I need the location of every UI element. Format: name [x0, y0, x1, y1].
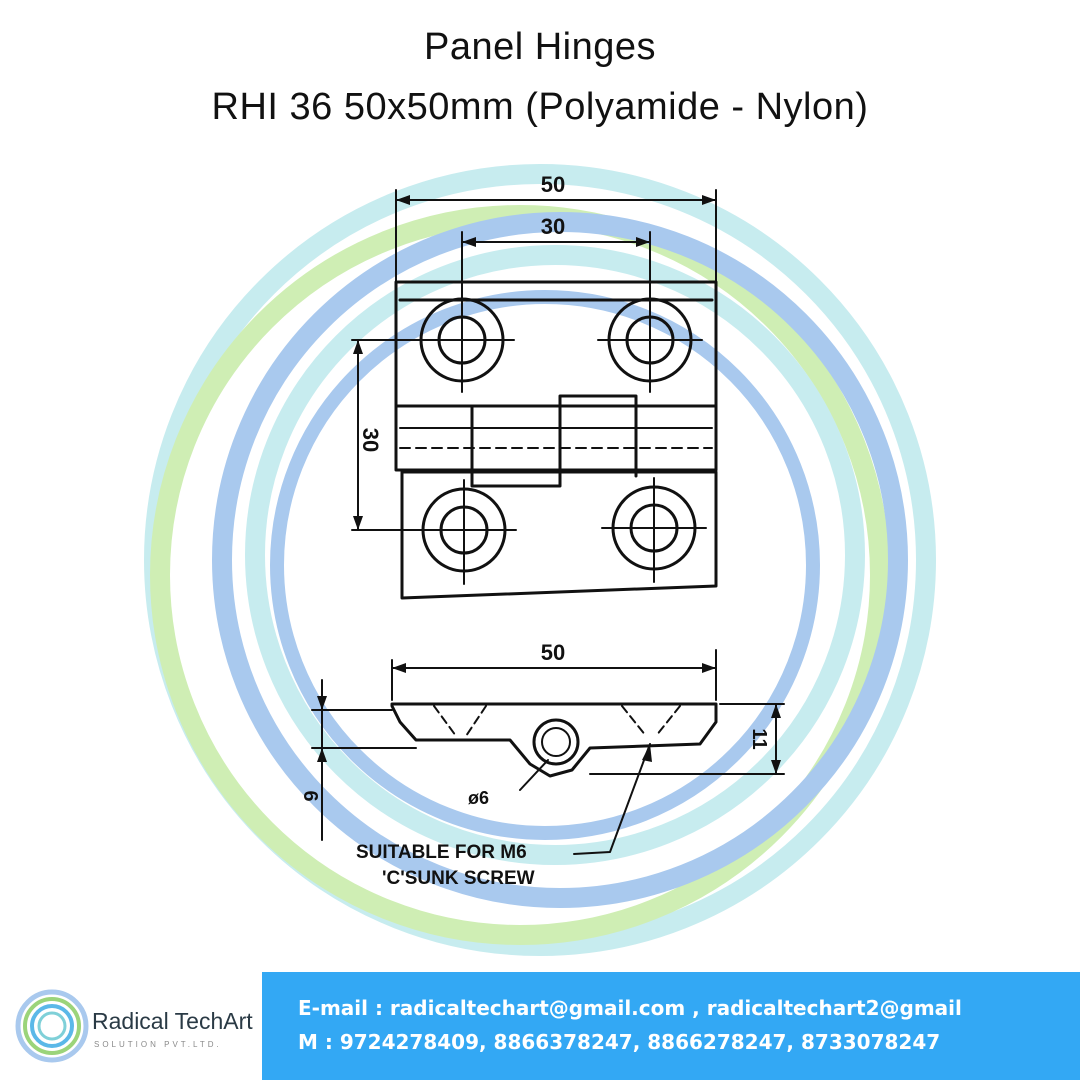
brand-name: Radical TechArt [92, 1008, 253, 1034]
note-line-2: 'C'SUNK SCREW [382, 868, 535, 889]
brand-logo-icon [15, 989, 89, 1063]
contact-email: E-mail : radicaltechart@gmail.com , radi… [298, 996, 962, 1020]
label-top-holes: 30 [541, 214, 565, 239]
contact-bar: E-mail : radicaltechart@gmail.com , radi… [262, 972, 1080, 1080]
hole-bottom-right [601, 477, 707, 583]
side-view-profile [390, 702, 718, 778]
page-title: Panel Hinges [423, 26, 657, 68]
label-thickness: 6 [299, 790, 321, 801]
pin-leader [519, 759, 549, 791]
hinge-drawing: 50 30 30 50 11 6 ø6 SUITABLE FOR M6 'C'S… [144, 164, 936, 956]
dimension-arrowheads [317, 195, 781, 774]
watermark-ring-inner [270, 290, 820, 840]
label-side-overall: 50 [541, 640, 565, 665]
lower-leaf [400, 470, 718, 600]
dimension-top-overall [395, 189, 717, 283]
watermark-ring-cyan [245, 245, 865, 865]
side-view-pin-bore [541, 727, 571, 757]
note-line-1: SUITABLE FOR M6 [356, 842, 527, 863]
brand-block: Radical TechArt SOLUTION PVT.LTD. [0, 972, 262, 1080]
dimension-side-overall [391, 649, 717, 701]
hole-top-right [597, 289, 703, 393]
label-vertical-holes: 30 [358, 428, 383, 452]
label-top-overall: 50 [541, 172, 565, 197]
side-view-pin [532, 718, 580, 766]
label-height: 11 [748, 728, 770, 749]
dimension-top-holes [461, 231, 651, 301]
page-subtitle: RHI 36 50x50mm (Polyamide - Nylon) [211, 86, 869, 128]
watermark-ring-blue [212, 212, 908, 908]
contact-mobile: M : 9724278409, 8866378247, 8866278247, … [298, 1030, 941, 1054]
watermark-rings [144, 164, 936, 956]
note-leader [573, 743, 651, 855]
brand-subtitle: SOLUTION PVT.LTD. [94, 1040, 222, 1049]
knuckle-band [394, 404, 718, 472]
dimension-vertical-holes [351, 339, 421, 531]
label-pin-diameter: ø6 [468, 788, 489, 808]
hole-bottom-left [411, 479, 517, 585]
side-view-countersinks [433, 705, 681, 737]
